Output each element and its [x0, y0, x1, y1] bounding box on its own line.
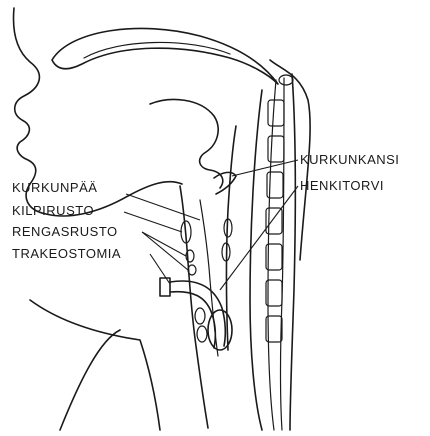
spine-inner [268, 80, 276, 430]
leader-rengasrusto [142, 232, 186, 256]
vertebra [268, 100, 284, 126]
leader-kilpirusto [124, 212, 182, 232]
leader-henkitorvi [220, 186, 298, 290]
tube-cuff [208, 310, 232, 350]
palate-inner [84, 42, 230, 58]
tube-flange [160, 278, 170, 296]
label-kilpirusto: KILPIRUSTO [12, 203, 94, 218]
lower-neck [60, 330, 120, 430]
spine-back [290, 74, 295, 430]
label-trakeostomia: TRAKEOSTOMIA [12, 246, 121, 261]
trachea-ring [195, 308, 205, 324]
palate-arch [52, 28, 278, 84]
spine-front [250, 90, 262, 430]
tongue-outline [150, 100, 223, 188]
label-henkitorvi: HENKITORVI [300, 178, 384, 193]
atlas-vertebra [279, 75, 293, 85]
trachea-ring [197, 326, 207, 342]
label-rengasrusto: RENGASRUSTO [12, 224, 118, 239]
label-kurkunpaa: KURKUNPÄÄ [12, 180, 97, 195]
chest-outline [30, 300, 160, 430]
label-kurkunkansi: KURKUNKANSI [300, 152, 399, 167]
leader-kurkunkansi [232, 160, 298, 176]
